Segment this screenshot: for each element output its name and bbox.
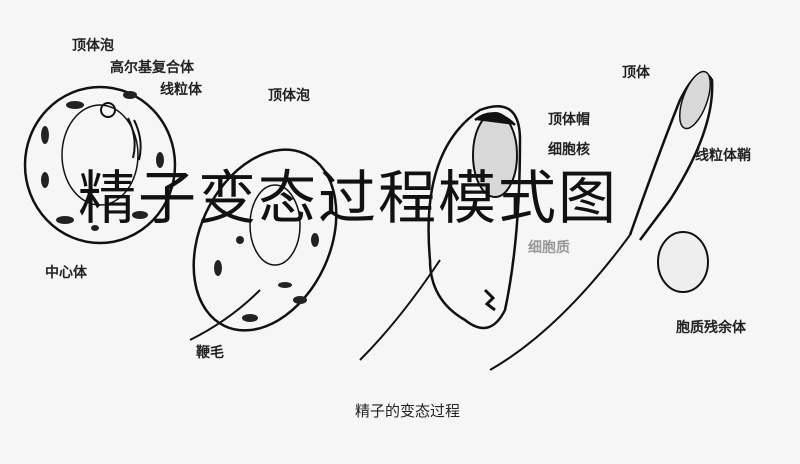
spermatid-stage-1: [23, 85, 177, 245]
label-acrosomal-vesicle-2: 顶体泡: [268, 88, 310, 104]
label-golgi-complex: 高尔基复合体: [110, 60, 194, 76]
label-acrosome: 顶体: [622, 65, 650, 81]
label-cytoplasm: 细胞质: [528, 240, 570, 256]
label-flagellum: 鞭毛: [196, 345, 224, 361]
spermatid-stage-2: [189, 148, 338, 341]
spermatozoon-stage-4: [489, 70, 714, 371]
label-nucleus: 细胞核: [548, 142, 590, 158]
label-centriole: 中心体: [45, 265, 87, 281]
overlay-title: 精子变态过程模式图: [78, 164, 619, 232]
label-mitochondria: 线粒体: [160, 82, 202, 98]
label-acrosomal-vesicle: 顶体泡: [72, 38, 114, 54]
label-mitochondrial-sheath: 线粒体鞘: [695, 148, 751, 164]
label-residual-body: 胞质残余体: [676, 320, 746, 336]
figure-caption: 精子的变态过程: [355, 402, 461, 420]
label-acrosomal-cap: 顶体帽: [548, 112, 590, 128]
spermatid-stage-3: [359, 105, 522, 361]
